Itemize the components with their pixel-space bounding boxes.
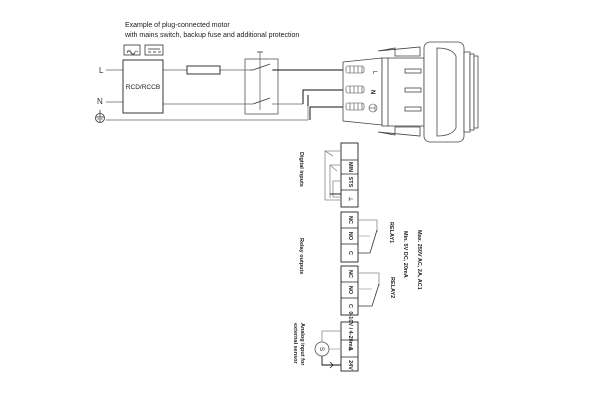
di-terminal-sts: STS — [347, 177, 353, 188]
title-line1: Example of plug-connected motor — [125, 22, 230, 29]
relay2-block — [340, 265, 380, 316]
line-label: L — [99, 66, 104, 75]
relay-rating-max: Max. 250V AC, 2A, AC1 — [416, 230, 422, 290]
plug-connector — [342, 41, 479, 143]
relay2-label: RELAY2 — [389, 277, 395, 298]
mains-wiring — [106, 69, 309, 121]
relay-outputs-label: Relay outputs — [298, 238, 304, 274]
relay2-terminal-c: C — [347, 304, 353, 308]
ai-terminal-signal: 0-10V / 4-20mA — [347, 311, 353, 350]
analog-input-block — [314, 321, 359, 372]
relay1-terminal-c: C — [347, 251, 353, 255]
ac-dc-sensitive-icon — [123, 44, 141, 56]
motor-cable — [273, 69, 343, 120]
ai-terminal-gnd: ⊥ — [347, 347, 354, 352]
relay1-block — [340, 211, 378, 263]
relay1-terminal-nc: NC — [347, 216, 353, 224]
title-line2: with mains switch, backup fuse and addit… — [124, 32, 299, 39]
rcd-label: RCD/RCCB — [126, 84, 160, 91]
di-terminal-min: MIN — [347, 162, 353, 172]
relay2-terminal-nc: NC — [347, 270, 353, 278]
relay1-terminal-no: NO — [347, 232, 353, 241]
neutral-label: N — [97, 97, 103, 106]
digital-inputs-block — [324, 142, 359, 208]
digital-inputs-label: Digital inputs — [298, 152, 304, 187]
plug-earth-icon — [368, 103, 378, 113]
di-terminal-gnd: ⊥ — [347, 197, 354, 202]
relay1-label: RELAY1 — [388, 222, 394, 243]
analog-input-label-line1: Analog input for — [299, 323, 305, 366]
ai-terminal-24v: 24V — [347, 360, 353, 370]
relay-rating-min: Min. 5V DC, 20mA — [402, 231, 408, 278]
rcd-box — [122, 59, 164, 114]
analog-input-label-line2: external sensor — [292, 323, 298, 365]
relay2-terminal-no: NO — [347, 286, 353, 295]
earth-ground-icon — [95, 110, 105, 123]
dc-icon — [144, 44, 164, 56]
plug-pin-n: N — [369, 90, 375, 94]
fuse — [186, 65, 221, 75]
plug-pin-l: L — [371, 71, 377, 75]
sensor-symbol: S — [318, 347, 324, 351]
mains-switch[interactable] — [244, 51, 279, 115]
